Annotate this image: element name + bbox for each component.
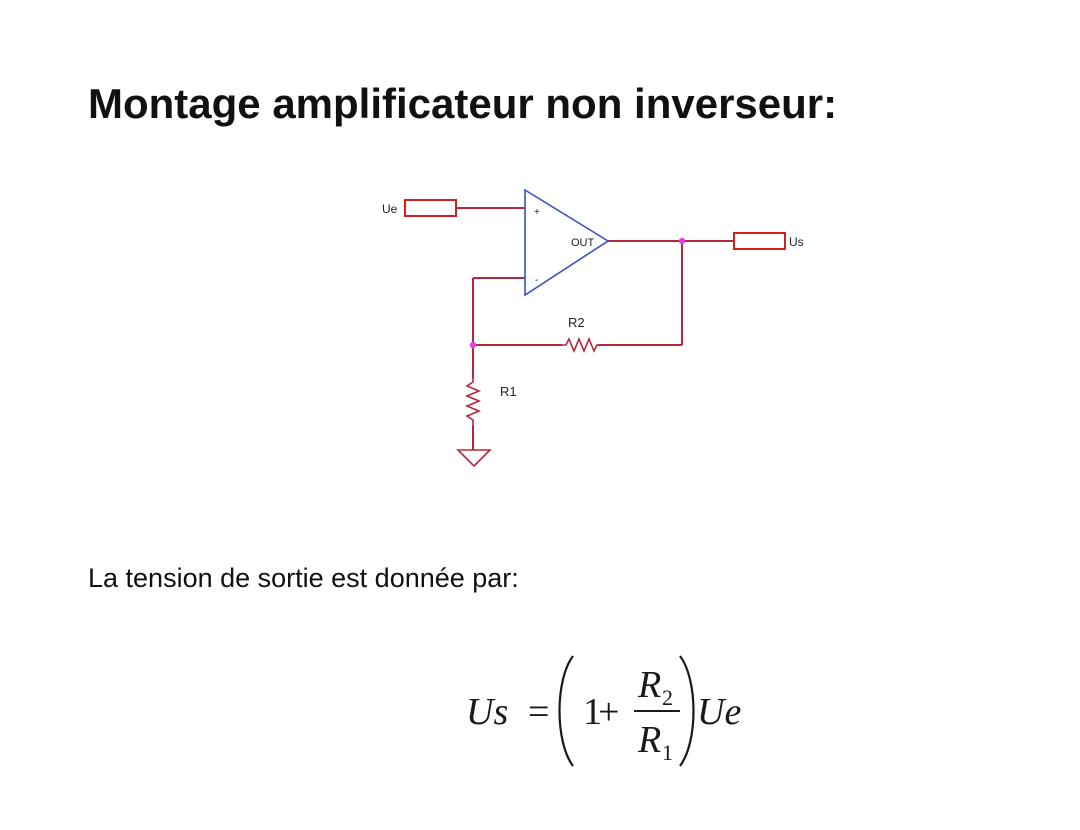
feedback-node (469, 341, 477, 349)
r1-label: R1 (500, 384, 517, 399)
output-label: Us (789, 235, 804, 249)
formula-plus: + (598, 691, 619, 733)
ground-icon (456, 449, 492, 468)
formula-denominator-sub: 1 (662, 740, 673, 765)
opamp-triangle-icon (524, 188, 610, 297)
output-node (678, 237, 686, 245)
intro-text: La tension de sortie est donnée par: (88, 563, 519, 593)
resistor-r1 (464, 378, 482, 425)
formula-numerator-sub: 2 (662, 685, 673, 710)
formula-numerator: R (637, 664, 661, 706)
formula-left-paren (558, 655, 574, 767)
input-label: Ue (382, 202, 398, 216)
output-port-icon (733, 232, 786, 250)
formula-rhs: Ue (697, 691, 741, 733)
opamp-out-label: OUT (571, 237, 595, 249)
formula-lhs: Us (466, 691, 508, 733)
page-title: Montage amplificateur non inverseur: (88, 80, 838, 127)
input-port-icon (404, 199, 457, 217)
circuit-wires (456, 207, 734, 450)
formula-right-paren (679, 655, 695, 767)
formula-denominator: R (637, 719, 661, 761)
opamp-plus-label: + (534, 207, 540, 218)
r2-label: R2 (568, 315, 585, 330)
opamp-minus-label: - (535, 275, 538, 286)
resistor-r2 (562, 336, 598, 354)
formula-equals: = (528, 691, 549, 733)
formula-one: 1 (583, 691, 602, 733)
